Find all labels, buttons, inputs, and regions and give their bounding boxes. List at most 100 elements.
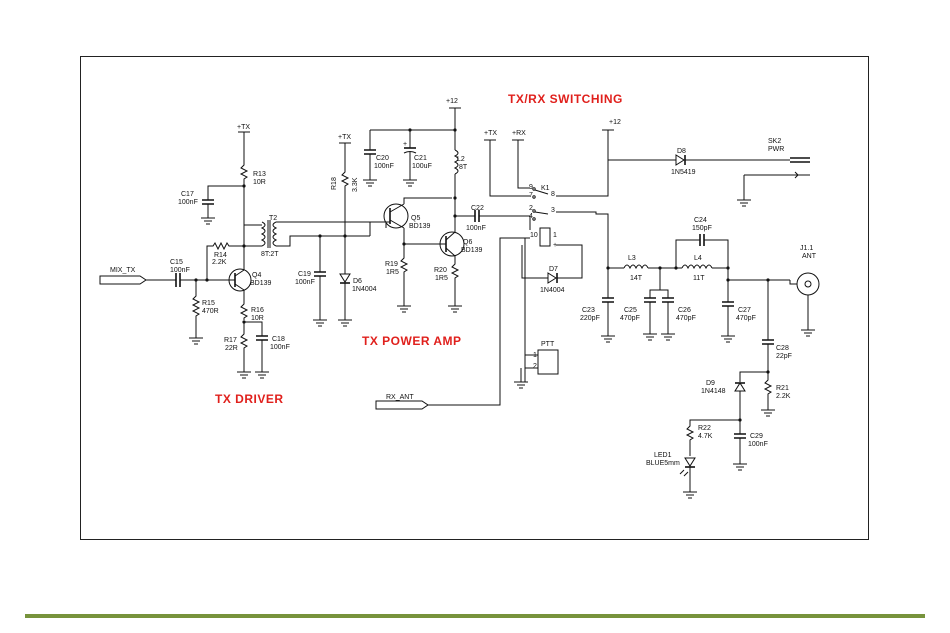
svg-text:C19: C19 xyxy=(298,271,311,278)
svg-text:2.2K: 2.2K xyxy=(212,259,227,266)
svg-text:RX_ANT: RX_ANT xyxy=(386,394,414,401)
svg-text:470pF: 470pF xyxy=(620,315,640,322)
resistor-r19: R19 1R5 xyxy=(385,261,399,276)
svg-text:D8: D8 xyxy=(677,148,686,155)
capacitor-c26: C26 470pF xyxy=(676,307,696,322)
resistor-r22: R22 4.7K xyxy=(698,425,713,440)
svg-text:2: 2 xyxy=(533,363,537,370)
rail-tx-left: +TX xyxy=(237,124,250,131)
svg-text:+TX: +TX xyxy=(484,130,497,137)
svg-text:PTT: PTT xyxy=(541,341,555,348)
svg-text:+TX: +TX xyxy=(237,124,250,131)
svg-text:R17: R17 xyxy=(224,337,237,344)
svg-text:1N4004: 1N4004 xyxy=(352,286,377,293)
svg-text:ANT: ANT xyxy=(802,253,817,260)
svg-text:C20: C20 xyxy=(376,155,389,162)
svg-text:1R5: 1R5 xyxy=(435,275,448,282)
svg-text:150pF: 150pF xyxy=(692,225,712,232)
svg-text:Q5: Q5 xyxy=(411,215,420,222)
svg-text:C22: C22 xyxy=(471,205,484,212)
capacitor-c17: C17 100nF xyxy=(178,191,198,206)
svg-text:MIX_TX: MIX_TX xyxy=(110,267,136,274)
svg-text:C24: C24 xyxy=(694,217,707,224)
svg-text:+TX: +TX xyxy=(338,134,351,141)
svg-text:C25: C25 xyxy=(624,307,637,314)
capacitor-c29: C29 100nF xyxy=(748,433,768,448)
svg-text:100nF: 100nF xyxy=(374,163,394,170)
svg-text:1R5: 1R5 xyxy=(386,269,399,276)
svg-text:+12: +12 xyxy=(446,98,458,105)
svg-text:C15: C15 xyxy=(170,259,183,266)
inductor-l2: L2 8T xyxy=(453,149,468,175)
svg-text:D9: D9 xyxy=(706,380,715,387)
svg-text:470pF: 470pF xyxy=(736,315,756,322)
diode-d8: D8 1N5419 xyxy=(671,148,696,176)
svg-text:10R: 10R xyxy=(253,179,266,186)
capacitor-c24: C24 150pF xyxy=(692,217,712,232)
resistor-r20: R20 1R5 xyxy=(434,267,448,282)
svg-text:4: 4 xyxy=(529,213,533,220)
svg-text:K1: K1 xyxy=(541,185,550,192)
svg-text:10R: 10R xyxy=(251,315,264,322)
resistor-r14: R14 2.2K xyxy=(212,252,227,266)
svg-text:R20: R20 xyxy=(434,267,447,274)
diode-d7: D7 1N4004 xyxy=(540,266,565,294)
svg-text:R19: R19 xyxy=(385,261,398,268)
inductor-l4: L4 11T xyxy=(681,255,713,282)
rail-tx-right: +TX xyxy=(484,130,497,137)
resistor-r13: R13 10R xyxy=(253,171,266,186)
capacitor-c15: C15 100nF xyxy=(170,259,190,287)
svg-text:100nF: 100nF xyxy=(270,344,290,351)
transformer-t2: T2 8T:2T xyxy=(260,215,279,258)
transistor-q4: Q4 BD139 xyxy=(228,268,272,292)
svg-text:9: 9 xyxy=(529,184,533,191)
capacitor-c19: C19 100nF xyxy=(295,271,315,286)
svg-text:BLUE5mm: BLUE5mm xyxy=(646,460,680,467)
svg-text:+: + xyxy=(553,242,557,249)
svg-text:22pF: 22pF xyxy=(776,353,792,360)
svg-text:C21: C21 xyxy=(414,155,427,162)
svg-text:1N5419: 1N5419 xyxy=(671,169,696,176)
capacitor-c27: C27 470pF xyxy=(736,307,756,322)
svg-text:470pF: 470pF xyxy=(676,315,696,322)
schematic-frame xyxy=(80,56,869,540)
rail-rx: +RX xyxy=(512,130,526,137)
transistor-q6: Q6 BD139 xyxy=(439,231,483,257)
footer-rule xyxy=(25,614,925,618)
svg-text:R16: R16 xyxy=(251,307,264,314)
svg-text:11T: 11T xyxy=(693,275,705,282)
svg-text:R14: R14 xyxy=(214,252,227,259)
led-led1: LED1 BLUE5mm xyxy=(646,452,696,477)
rx-ant-port: RX_ANT xyxy=(375,394,429,410)
svg-text:470R: 470R xyxy=(202,308,219,315)
relay-k1: K1 9 7 2 4 8 3 10 1 + xyxy=(529,184,557,249)
svg-text:J1.1: J1.1 xyxy=(800,245,813,252)
rail-tx-middle: +TX xyxy=(338,134,351,141)
mix-tx-port: MIX_TX xyxy=(99,267,147,285)
svg-text:SK2: SK2 xyxy=(768,138,781,145)
svg-text:R18: R18 xyxy=(331,177,338,190)
inductor-l3: L3 14T xyxy=(623,255,649,282)
svg-text:BD139: BD139 xyxy=(461,247,483,254)
resistor-r15: R15 470R xyxy=(202,300,219,315)
svg-text:D7: D7 xyxy=(549,266,558,273)
svg-text:100nF: 100nF xyxy=(748,441,768,448)
svg-text:Q4: Q4 xyxy=(252,272,261,279)
rail-12v-right: +12 xyxy=(609,119,621,126)
svg-text:1: 1 xyxy=(553,232,557,239)
capacitor-c28: C28 22pF xyxy=(776,345,792,360)
resistor-r17: R17 22R xyxy=(224,337,238,352)
svg-text:100nF: 100nF xyxy=(466,225,486,232)
svg-text:C29: C29 xyxy=(750,433,763,440)
svg-text:L4: L4 xyxy=(694,255,702,262)
svg-text:L3: L3 xyxy=(628,255,636,262)
svg-text:8T:2T: 8T:2T xyxy=(261,251,279,258)
svg-text:3.3K: 3.3K xyxy=(352,177,359,192)
svg-text:L2: L2 xyxy=(457,156,465,163)
power-jack-sk2: SK2 PWR xyxy=(768,138,810,179)
svg-text:C26: C26 xyxy=(678,307,691,314)
svg-text:2.2K: 2.2K xyxy=(776,393,791,400)
svg-text:C17: C17 xyxy=(181,191,194,198)
capacitor-c25: C25 470pF xyxy=(620,307,640,322)
